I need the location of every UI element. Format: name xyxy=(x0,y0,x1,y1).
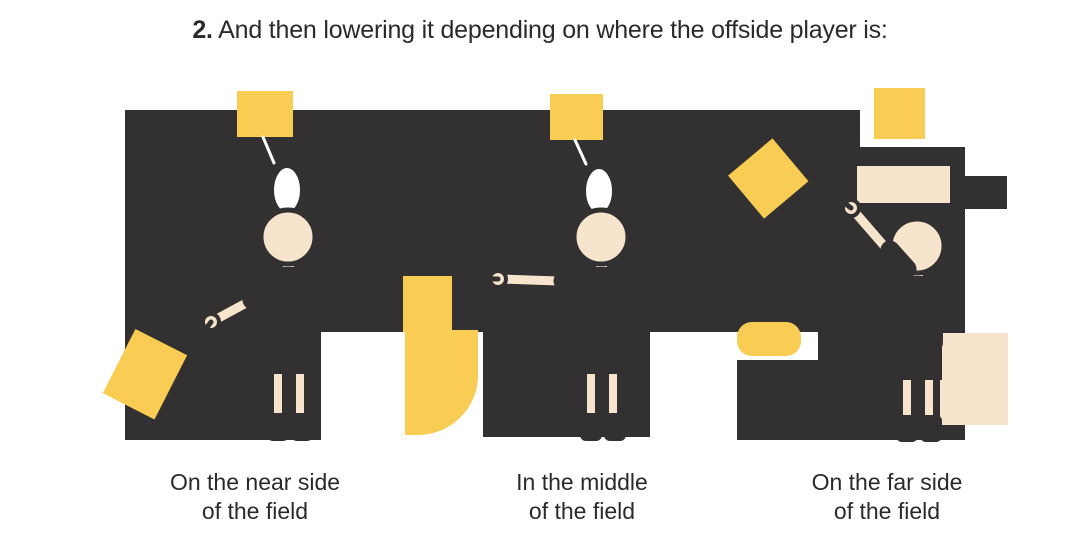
sleeve xyxy=(880,240,917,279)
head xyxy=(258,207,318,267)
referee-figure-far-side xyxy=(728,88,947,442)
sleeve xyxy=(242,277,286,310)
caption-line: In the middle xyxy=(516,469,648,495)
flag-string xyxy=(573,138,588,166)
caption-near-side: On the near side of the field xyxy=(120,468,390,526)
step-number: 2. xyxy=(192,16,213,44)
referee-figure-near-side xyxy=(102,91,318,441)
caption-middle: In the middle of the field xyxy=(447,468,717,526)
caption-line: On the far side xyxy=(811,469,963,495)
flag-icon-down xyxy=(102,328,188,420)
shorts xyxy=(895,348,942,380)
caption-far-side: On the far side of the field xyxy=(752,468,1022,526)
flag-string xyxy=(261,135,276,165)
title-text: And then lowering it depending on where … xyxy=(218,16,888,44)
raised-flag-icon xyxy=(237,91,293,137)
backdrop-far-lower xyxy=(737,360,822,440)
torso xyxy=(893,276,943,357)
backdrop-main xyxy=(125,110,860,332)
flag-icon-raised xyxy=(728,138,809,219)
yellow-blob-middle xyxy=(405,330,478,435)
shoe xyxy=(267,413,289,441)
shoe xyxy=(604,413,626,441)
cream-block-bottom xyxy=(940,333,1008,425)
shoe xyxy=(896,415,918,442)
caption-line: of the field xyxy=(201,498,309,524)
yellow-blob-far xyxy=(737,322,801,356)
raised-flag-icon xyxy=(550,94,603,140)
shoe xyxy=(580,413,602,441)
head xyxy=(571,207,631,267)
shoe xyxy=(920,415,942,442)
raised-flag-icon xyxy=(874,88,925,139)
backdrop-far-stub xyxy=(960,176,1007,209)
flag-pole xyxy=(183,319,214,359)
flag-pole xyxy=(809,175,854,211)
motion-loop-icon xyxy=(270,164,304,216)
shorts xyxy=(266,340,313,374)
flag-icon-horizontal xyxy=(403,276,452,332)
flag-pole xyxy=(449,275,501,282)
shoe xyxy=(291,413,313,441)
shorts xyxy=(579,340,626,374)
caption-line: of the field xyxy=(833,498,941,524)
caption-line: of the field xyxy=(528,498,636,524)
page-title: 2. And then lowering it depending on whe… xyxy=(0,16,1080,45)
cream-bar-top xyxy=(857,166,950,203)
sleeve xyxy=(553,271,600,292)
referee-figure-middle xyxy=(403,94,631,441)
caption-line: On the near side xyxy=(169,469,341,495)
